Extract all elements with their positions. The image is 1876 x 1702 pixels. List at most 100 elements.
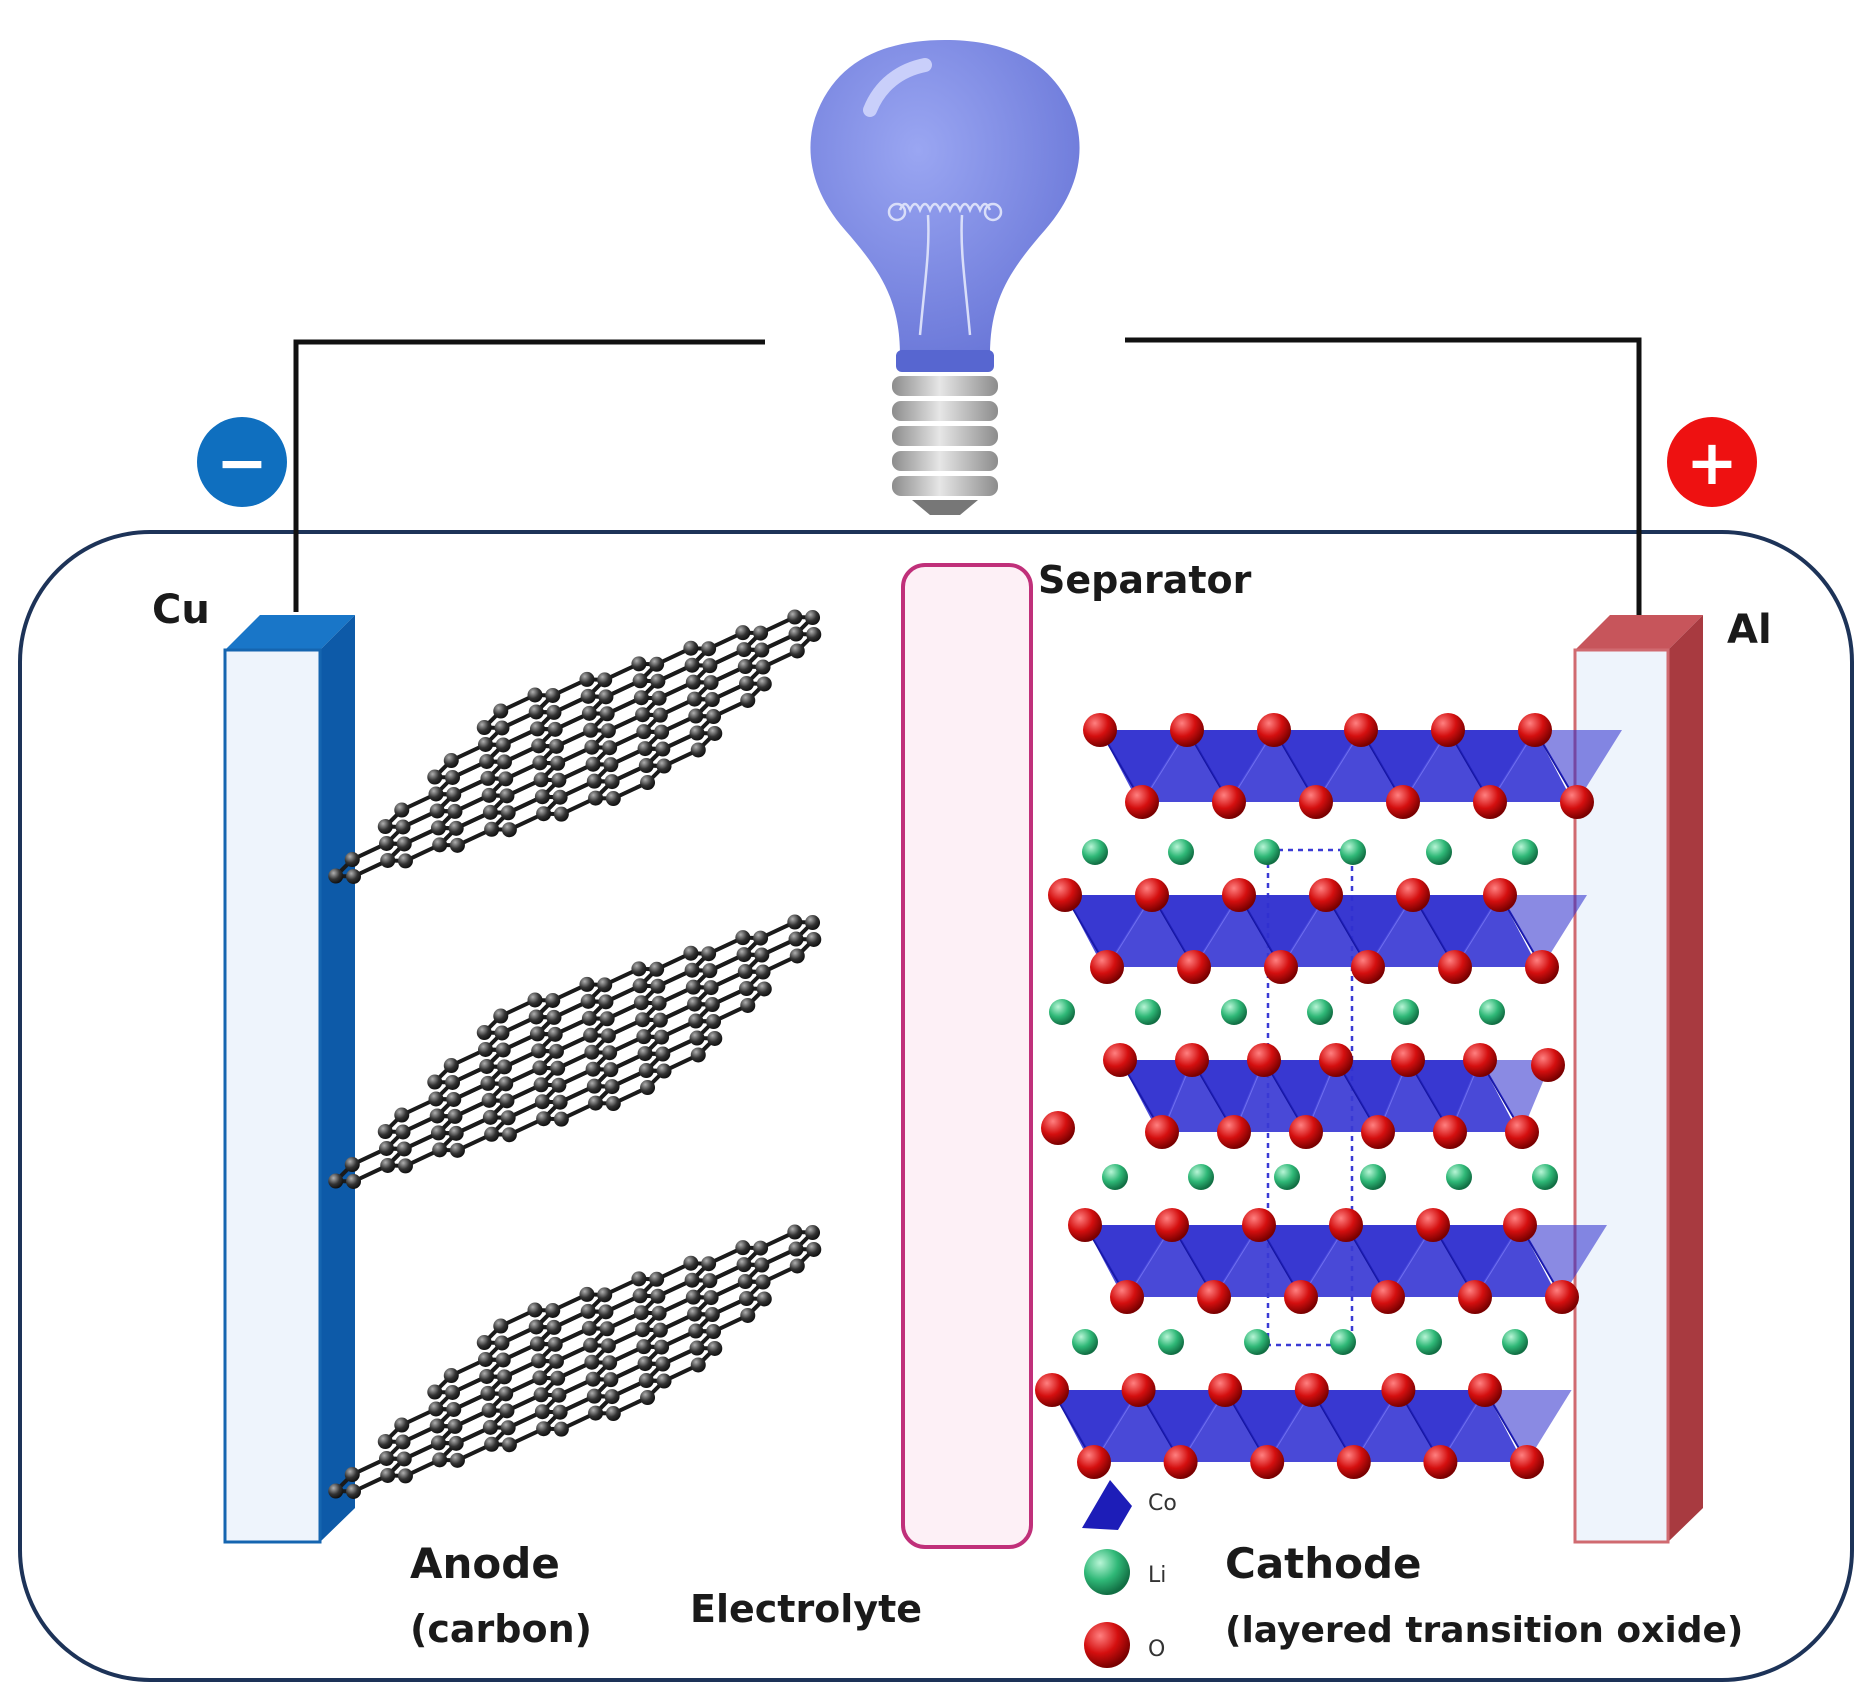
carbon-atom bbox=[448, 1435, 464, 1451]
carbon-atom bbox=[396, 836, 412, 852]
carbon-atom bbox=[651, 1305, 667, 1321]
carbon-atom bbox=[532, 1060, 548, 1076]
carbon-atom bbox=[493, 1318, 509, 1334]
lithium-atom bbox=[1221, 999, 1247, 1025]
carbon-atom bbox=[704, 997, 720, 1013]
carbon-atom bbox=[443, 1368, 459, 1384]
carbon-atom bbox=[446, 1401, 462, 1417]
carbon-atom bbox=[640, 775, 656, 791]
carbon-atom bbox=[550, 1060, 566, 1076]
carbon-atom bbox=[689, 725, 705, 741]
oxygen-atom bbox=[1264, 950, 1298, 984]
carbon-atom bbox=[604, 1079, 620, 1095]
carbon-atom bbox=[635, 1322, 651, 1338]
anode-collector-label: Cu bbox=[152, 587, 210, 633]
carbon-atom bbox=[604, 774, 620, 790]
carbon-atom bbox=[552, 1094, 568, 1110]
external-circuit-wire bbox=[293, 337, 1642, 625]
carbon-atom bbox=[429, 1418, 445, 1434]
carbon-atom bbox=[583, 722, 599, 738]
carbon-atom bbox=[736, 642, 752, 658]
carbon-atom bbox=[756, 981, 772, 997]
carbon-atom bbox=[479, 1058, 495, 1074]
carbon-atom bbox=[545, 992, 561, 1008]
carbon-atom bbox=[527, 992, 543, 1008]
carbon-atom bbox=[496, 1369, 512, 1385]
carbon-atom bbox=[685, 979, 701, 995]
carbon-atom bbox=[478, 1352, 493, 1367]
oxygen-atom bbox=[1125, 785, 1159, 819]
carbon-atom bbox=[702, 658, 718, 674]
carbon-atom bbox=[430, 1435, 446, 1451]
carbon-atom bbox=[702, 1273, 718, 1289]
lithium-atom bbox=[1340, 839, 1366, 865]
carbon-atom bbox=[581, 1010, 597, 1026]
carbon-atom bbox=[690, 742, 706, 758]
carbon-atom bbox=[650, 1288, 666, 1304]
oxygen-atom bbox=[1423, 1445, 1458, 1479]
legend-o-label: O bbox=[1148, 1637, 1165, 1662]
lithium-atom bbox=[1188, 1164, 1214, 1190]
carbon-atom bbox=[482, 1419, 498, 1435]
carbon-atom bbox=[638, 1063, 654, 1079]
carbon-atom bbox=[501, 1437, 517, 1453]
carbon-atom bbox=[445, 1385, 460, 1400]
carbon-atom bbox=[600, 1338, 616, 1354]
carbon-atom bbox=[527, 1302, 543, 1318]
carbon-atom bbox=[529, 1026, 545, 1042]
carbon-atom bbox=[429, 803, 445, 819]
carbon-atom bbox=[346, 1174, 361, 1189]
carbon-atom bbox=[379, 1451, 394, 1466]
oxygen-atom bbox=[1121, 1373, 1156, 1407]
carbon-atom bbox=[498, 771, 514, 787]
carbon-atom bbox=[706, 1324, 722, 1340]
oxygen-atom bbox=[1560, 785, 1594, 819]
carbon-atom bbox=[428, 1401, 444, 1417]
carbon-atom bbox=[649, 1271, 665, 1287]
carbon-atom bbox=[597, 672, 613, 688]
carbon-atom bbox=[585, 1371, 601, 1387]
o-atom-icon bbox=[1084, 1622, 1130, 1668]
carbon-atom bbox=[501, 822, 517, 838]
li-atom-icon bbox=[1084, 1549, 1130, 1595]
carbon-atom bbox=[806, 1241, 822, 1257]
carbon-atom bbox=[600, 723, 616, 739]
carbon-atom bbox=[377, 819, 393, 835]
carbon-atom bbox=[534, 1094, 550, 1110]
lithium-atom bbox=[1426, 839, 1452, 865]
oxygen-atom bbox=[1416, 1208, 1450, 1242]
carbon-atom bbox=[588, 1405, 604, 1421]
carbon-atom bbox=[704, 692, 720, 708]
carbon-atom bbox=[584, 739, 600, 755]
oxygen-atom bbox=[1163, 1445, 1198, 1479]
carbon-atom bbox=[536, 1111, 552, 1127]
positive-terminal-symbol: + bbox=[1686, 426, 1738, 499]
carbon-atom bbox=[656, 758, 672, 774]
oxygen-atom bbox=[1503, 1208, 1537, 1242]
oxygen-atom bbox=[1431, 713, 1465, 747]
carbon-atom bbox=[756, 676, 772, 692]
carbon-atom bbox=[599, 706, 615, 722]
carbon-atom bbox=[495, 1042, 511, 1058]
carbon-atom bbox=[528, 1319, 544, 1335]
carbon-atom bbox=[547, 721, 563, 737]
oxygen-atom bbox=[1545, 1280, 1579, 1314]
carbon-atom bbox=[493, 1008, 509, 1024]
lithium-atom bbox=[1479, 999, 1505, 1025]
lithium-atom bbox=[1393, 999, 1419, 1025]
anode-graphene-layers bbox=[328, 609, 822, 1499]
carbon-atom bbox=[531, 738, 547, 754]
carbon-atom bbox=[739, 676, 755, 692]
oxygen-atom bbox=[1289, 1115, 1323, 1149]
carbon-atom bbox=[551, 1387, 567, 1403]
carbon-atom bbox=[545, 687, 561, 703]
carbon-atom bbox=[636, 1029, 652, 1045]
carbon-atom bbox=[636, 724, 652, 740]
carbon-atom bbox=[482, 1109, 498, 1125]
oxygen-atom bbox=[1309, 878, 1343, 912]
carbon-atom bbox=[550, 1370, 566, 1386]
carbon-atom bbox=[532, 1370, 548, 1386]
carbon-atom bbox=[527, 687, 543, 703]
carbon-atom bbox=[551, 772, 567, 788]
carbon-atom bbox=[531, 1043, 547, 1059]
